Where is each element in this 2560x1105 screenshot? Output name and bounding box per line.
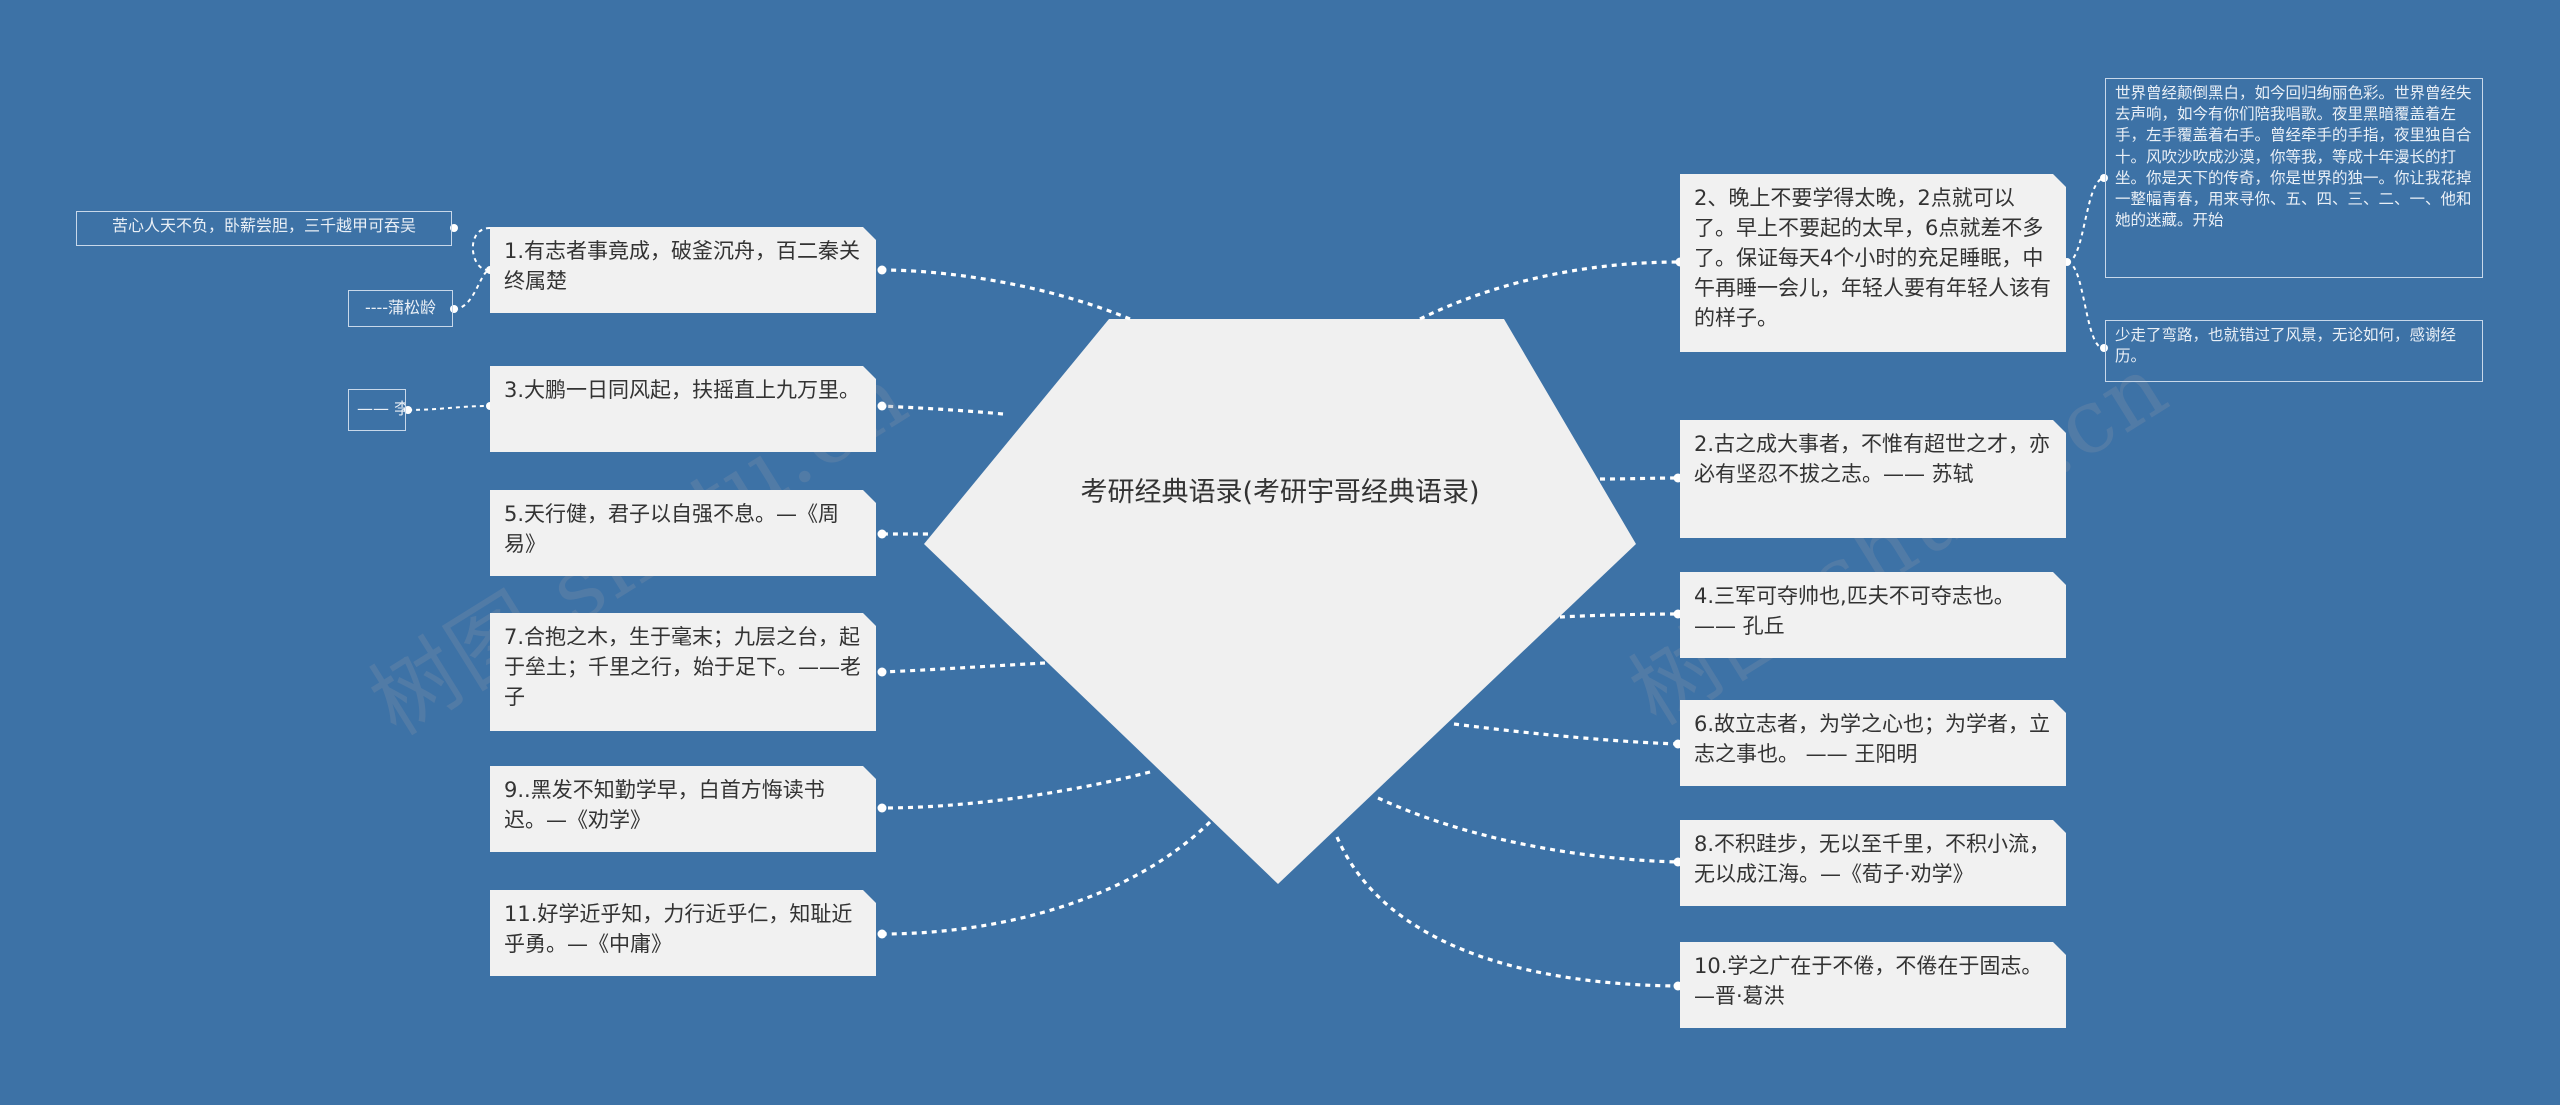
topic-node-right-10[interactable]: 10.学之广在于不倦，不倦在于固志。—晋·葛洪 bbox=[1680, 942, 2066, 1028]
dot-left-9 bbox=[877, 803, 887, 813]
leaf-left-author-pu[interactable]: ----蒲松龄 bbox=[348, 290, 453, 327]
connector-leaf-right-1 bbox=[2066, 177, 2105, 263]
topic-node-left-1[interactable]: 1.有志者事竟成，破釜沉舟，百二秦关终属楚 bbox=[490, 227, 876, 313]
connector-left-11 bbox=[881, 820, 1212, 936]
dot-left-5 bbox=[877, 529, 887, 539]
dot-left-1 bbox=[877, 265, 887, 275]
connector-leaf-right-2 bbox=[2066, 261, 2105, 350]
center-topic-title[interactable]: 考研经典语录(考研宇哥经典语录) bbox=[1080, 477, 1480, 508]
center-topic-shape[interactable] bbox=[924, 319, 1636, 884]
connector-right-10 bbox=[1335, 836, 1679, 988]
topic-node-left-5[interactable]: 5.天行健，君子以自强不息。—《周易》 bbox=[490, 490, 876, 576]
connector-right-4 bbox=[1559, 612, 1679, 619]
connector-left-1 bbox=[881, 268, 1131, 321]
topic-node-left-11[interactable]: 11.好学近乎知，力行近乎仁，知耻近乎勇。—《中庸》 bbox=[490, 890, 876, 976]
connector-left-7 bbox=[881, 661, 1046, 674]
connector-right-2a bbox=[1419, 260, 1681, 321]
topic-node-right-4[interactable]: 4.三军可夺帅也,匹夫不可夺志也。—— 孔丘 bbox=[1680, 572, 2066, 658]
dot-left-3 bbox=[877, 401, 887, 411]
leaf-left-author-li[interactable]: —— 李白 bbox=[348, 389, 406, 431]
dot-leaf-right-2 bbox=[2100, 344, 2108, 352]
dot-leaf-left-1 bbox=[450, 224, 458, 232]
connector-right-2b bbox=[1599, 476, 1679, 481]
dot-leaf-left-3 bbox=[404, 406, 412, 414]
leaf-right-long-quote[interactable]: 世界曾经颠倒黑白，如今回归绚丽色彩。世界曾经失去声响，如今有你们陪我唱歌。夜里黑… bbox=[2105, 78, 2483, 278]
topic-node-left-7[interactable]: 7.合抱之木，生于毫末；九层之台，起于垒土；千里之行，始于足下。——老子 bbox=[490, 613, 876, 731]
connector-left-9 bbox=[881, 770, 1151, 810]
connector-leaf-left-3 bbox=[407, 405, 489, 411]
topic-node-left-9[interactable]: 9..黑发不知勤学早，白首方悔读书迟。—《劝学》 bbox=[490, 766, 876, 852]
connector-right-6 bbox=[1453, 722, 1679, 746]
topic-node-right-6[interactable]: 6.故立志者，为学之心也；为学者，立志之事也。 —— 王阳明 bbox=[1680, 700, 2066, 786]
topic-node-right-8[interactable]: 8.不积跬步，无以至千里，不积小流，无以成江海。—《荀子·劝学》 bbox=[1680, 820, 2066, 906]
leaf-right-short-quote[interactable]: 少走了弯路，也就错过了风景，无论如何，感谢经历。 bbox=[2105, 320, 2483, 382]
topic-node-right-2b[interactable]: 2.古之成大事者，不惟有超世之才，亦必有坚忍不拔之志。—— 苏轼 bbox=[1680, 420, 2066, 538]
topic-node-right-2a[interactable]: 2、晚上不要学得太晚，2点就可以了。早上不要起的太早，6点就差不多了。保证每天4… bbox=[1680, 174, 2066, 352]
connector-left-3 bbox=[881, 404, 1004, 416]
connector-right-8 bbox=[1377, 796, 1679, 864]
leaf-left-quote[interactable]: 苦心人天不负，卧薪尝胆，三千越甲可吞吴 bbox=[76, 211, 452, 246]
connector-leaf-left-1 bbox=[471, 227, 491, 271]
dot-left-11 bbox=[877, 929, 887, 939]
topic-node-left-3[interactable]: 3.大鹏一日同风起，扶摇直上九万里。 bbox=[490, 366, 876, 452]
dot-leaf-right-1 bbox=[2100, 174, 2108, 182]
dot-left-7 bbox=[877, 667, 887, 677]
connector-leaf-left-2 bbox=[453, 269, 491, 310]
